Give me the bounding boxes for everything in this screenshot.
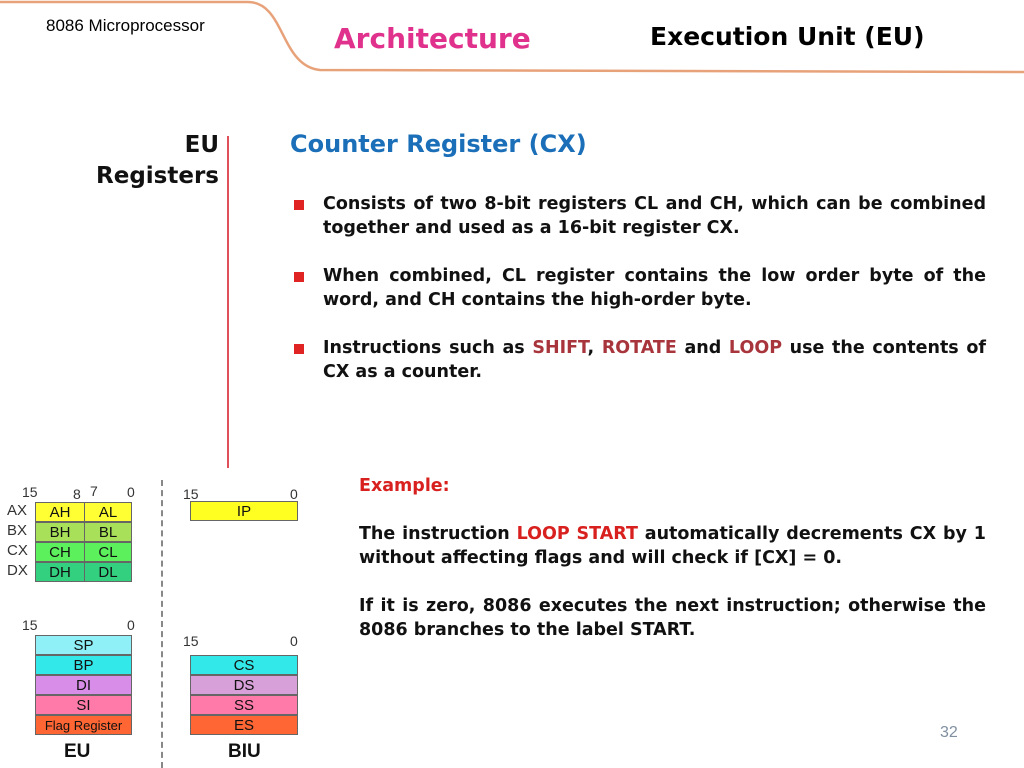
- bit-label-0: 0: [127, 617, 135, 633]
- register-ds: DS: [190, 675, 298, 695]
- example-code: LOOP START: [516, 524, 638, 544]
- example-text: The instruction: [359, 524, 517, 544]
- reg-label-bx: BX: [7, 522, 28, 539]
- bit-label-15: 15: [22, 484, 38, 500]
- register-ch: CH: [35, 542, 85, 562]
- unit-label-biu: BIU: [228, 741, 261, 762]
- bit-label-0: 0: [290, 633, 298, 649]
- bullet-text-part: Instructions such as: [323, 338, 533, 358]
- example-paragraph-1: The instruction LOOP START automatically…: [359, 522, 986, 570]
- register-dh: DH: [35, 562, 85, 582]
- bit-label-15: 15: [183, 486, 199, 502]
- example-label: Example:: [359, 476, 450, 496]
- unit-label-eu: EU: [64, 741, 91, 762]
- register-ss: SS: [190, 695, 298, 715]
- bit-label-0: 0: [127, 484, 135, 500]
- register-cl: CL: [84, 542, 132, 562]
- register-di: DI: [35, 675, 132, 695]
- vertical-divider: [227, 136, 229, 468]
- course-title: 8086 Microprocessor: [46, 16, 205, 35]
- bullet-text-sep: and: [676, 338, 729, 358]
- side-heading-line1: EU: [184, 132, 219, 158]
- bullet-item: Instructions such as SHIFT, ROTATE and L…: [292, 336, 986, 384]
- bullet-item: When combined, CL register contains the …: [292, 264, 986, 312]
- reg-label-cx: CX: [7, 542, 28, 559]
- bit-label-15: 15: [183, 633, 199, 649]
- example-block: Example: The instruction LOOP START auto…: [359, 474, 986, 666]
- bullet-square-icon: [294, 344, 304, 354]
- page-number: 32: [940, 724, 958, 741]
- register-al: AL: [84, 502, 132, 522]
- bullet-text-part: use the contents of CX as a counter.: [323, 338, 987, 382]
- register-es: ES: [190, 715, 298, 735]
- register-dl: DL: [84, 562, 132, 582]
- keyword-rotate: ROTATE: [601, 338, 677, 358]
- reg-label-ax: AX: [7, 502, 28, 519]
- bit-label-0: 0: [290, 486, 298, 502]
- register-flag: Flag Register: [35, 715, 132, 735]
- register-ah: AH: [35, 502, 85, 522]
- register-bh: BH: [35, 522, 85, 542]
- bit-label-7: 7: [90, 483, 98, 499]
- register-cs: CS: [190, 655, 298, 675]
- example-text: automatically decrements CX by 1 without…: [359, 524, 986, 568]
- keyword-loop: LOOP: [728, 338, 783, 358]
- section-title: Architecture: [334, 22, 531, 55]
- bit-label-15: 15: [22, 617, 38, 633]
- unit-divider: [161, 480, 163, 768]
- bullet-text: When combined, CL register contains the …: [323, 266, 986, 310]
- keyword-shift: SHIFT: [532, 338, 588, 358]
- bit-label-8: 8: [73, 486, 81, 502]
- bullet-text: Consists of two 8-bit registers CL and C…: [323, 194, 986, 238]
- bullet-square-icon: [294, 200, 304, 210]
- bullet-list: Consists of two 8-bit registers CL and C…: [292, 192, 986, 408]
- bullet-square-icon: [294, 272, 304, 282]
- header-curve: [0, 0, 1024, 74]
- example-paragraph-2: If it is zero, 8086 executes the next in…: [359, 596, 986, 640]
- bullet-text-sep: ,: [587, 338, 602, 358]
- topic-title: Execution Unit (EU): [650, 22, 925, 51]
- register-sp: SP: [35, 635, 132, 655]
- slide-heading: Counter Register (CX): [290, 130, 587, 158]
- register-ip: IP: [190, 501, 298, 521]
- side-heading-line2: Registers: [96, 163, 219, 189]
- side-heading: EU Registers: [96, 130, 219, 192]
- register-si: SI: [35, 695, 132, 715]
- register-bl: BL: [84, 522, 132, 542]
- bullet-item: Consists of two 8-bit registers CL and C…: [292, 192, 986, 240]
- register-bp: BP: [35, 655, 132, 675]
- reg-label-dx: DX: [7, 562, 28, 579]
